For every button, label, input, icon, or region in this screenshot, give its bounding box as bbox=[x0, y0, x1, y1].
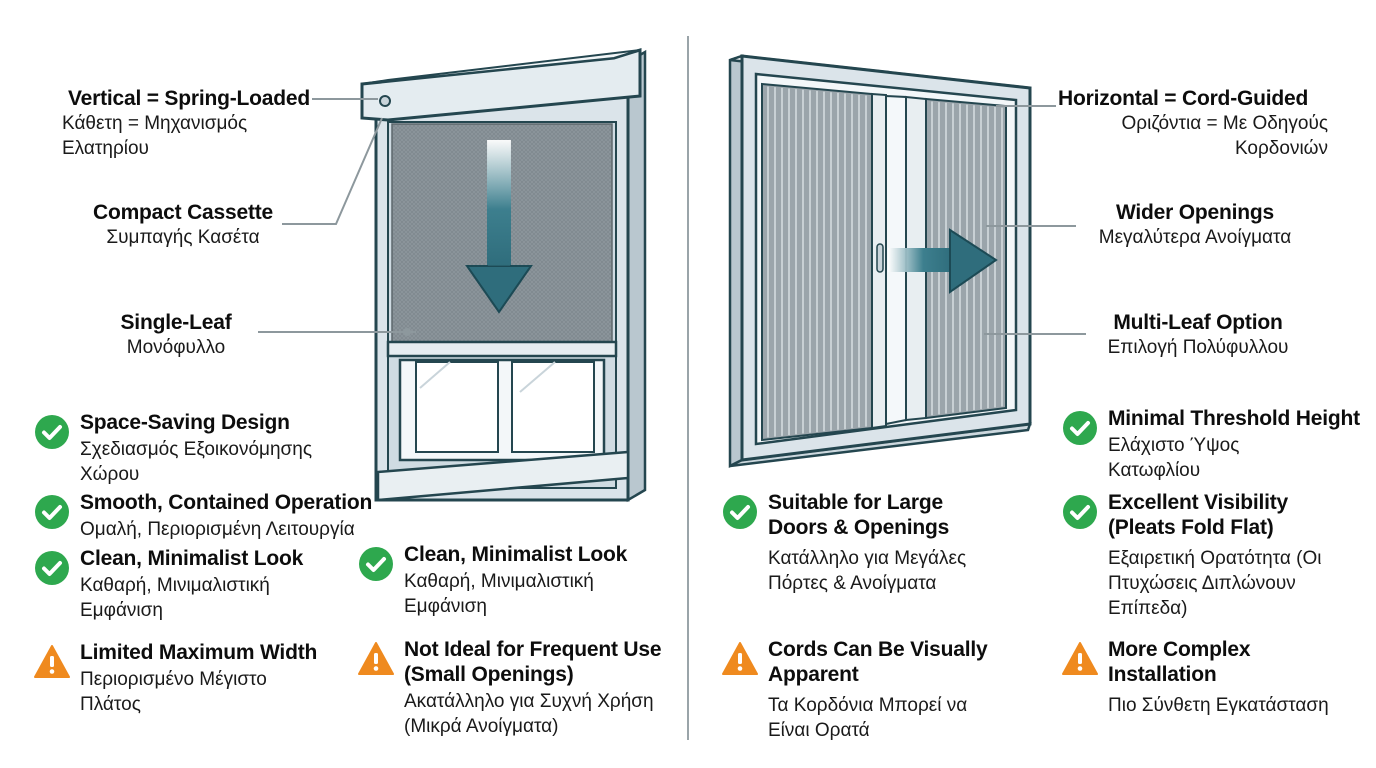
warning-icon bbox=[358, 642, 394, 675]
check-icon bbox=[1063, 411, 1097, 445]
feature-title: Minimal Threshold Height bbox=[1108, 407, 1360, 430]
feature-subtitle: Πιο Σύνθετη Εγκατάσταση bbox=[1108, 695, 1329, 716]
feature-item: More Complex Installation Πιο Σύνθετη Εγ… bbox=[1062, 637, 1372, 718]
feature-title: Clean, Minimalist Look bbox=[80, 547, 304, 570]
check-icon bbox=[359, 547, 393, 581]
feature-item: Limited Maximum Width Περιορισμένο Μέγισ… bbox=[34, 640, 344, 717]
feature-title: Limited Maximum Width bbox=[80, 641, 318, 664]
feature-title: Clean, Minimalist Look bbox=[404, 543, 628, 566]
feature-subtitle: Ομαλή, Περιορισμένη Λειτουργία bbox=[80, 519, 355, 540]
feature-title: More Complex Installation bbox=[1108, 638, 1251, 686]
feature-subtitle: Ελάχιστο Ύψος Κατωφλίου bbox=[1108, 435, 1240, 481]
feature-item: Not Ideal for Frequent Use (Small Openin… bbox=[358, 637, 678, 739]
roller-screen-window bbox=[258, 47, 647, 503]
feature-item: Minimal Threshold Height Ελάχιστο Ύψος Κ… bbox=[1062, 406, 1372, 483]
feature-subtitle: Εξαιρετική Ορατότητα (Οι Πτυχώσεις Διπλώ… bbox=[1108, 548, 1322, 619]
feature-item: Space-Saving Design Σχεδιασμός Εξοικονόμ… bbox=[34, 410, 354, 487]
callout-subtitle: Μονόφυλλο bbox=[126, 337, 226, 358]
check-icon bbox=[723, 495, 757, 529]
feature-subtitle: Σχεδιασμός Εξοικονόμησης Χώρου bbox=[80, 439, 312, 485]
callout-subtitle: Οριζόντια = Με Οδηγούς bbox=[1121, 113, 1328, 134]
callout-subtitle: Κορδονιών bbox=[1234, 138, 1328, 159]
feature-title: Excellent Visibility (Pleats Fold Flat) bbox=[1108, 491, 1289, 539]
feature-subtitle: Ακατάλληλο για Συχνή Χρήση (Μικρά Ανοίγμ… bbox=[404, 691, 654, 737]
callout-subtitle: Ελατηρίου bbox=[62, 138, 149, 159]
feature-item: Clean, Minimalist Look Καθαρή, Μινιμαλισ… bbox=[34, 546, 334, 623]
feature-title: Cords Can Be Visually Apparent bbox=[768, 638, 988, 686]
check-icon bbox=[1063, 495, 1097, 529]
check-icon bbox=[35, 415, 69, 449]
callout-subtitle: Συμπαγής Κασέτα bbox=[106, 227, 260, 248]
arrow-right-icon bbox=[888, 228, 998, 294]
feature-subtitle: Καθαρή, Μινιμαλιστική Εμφάνιση bbox=[404, 571, 594, 617]
check-icon bbox=[35, 551, 69, 585]
callout-title: Multi-Leaf Option bbox=[1113, 311, 1283, 334]
callout-cassette: Compact Cassette Συμπαγής Κασέτα bbox=[60, 200, 306, 250]
feature-item: Excellent Visibility (Pleats Fold Flat) … bbox=[1062, 490, 1372, 621]
feature-item: Clean, Minimalist Look Καθαρή, Μινιμαλισ… bbox=[358, 542, 658, 619]
callout-title: Horizontal = Cord-Guided bbox=[1058, 87, 1309, 110]
feature-subtitle: Καθαρή, Μινιμαλιστική Εμφάνιση bbox=[80, 575, 270, 621]
check-icon bbox=[35, 495, 69, 529]
callout-single-leaf: Single-Leaf Μονόφυλλο bbox=[76, 310, 276, 360]
feature-title: Space-Saving Design bbox=[80, 411, 290, 434]
callout-title: Vertical = Spring-Loaded bbox=[67, 87, 310, 110]
callout-title: Single-Leaf bbox=[120, 311, 232, 334]
feature-subtitle: Περιορισμένο Μέγιστο Πλάτος bbox=[80, 669, 267, 715]
callout-horizontal-greek: Οριζόντια = Με Οδηγούς Κορδονιών bbox=[1040, 111, 1328, 161]
feature-title: Smooth, Contained Operation bbox=[80, 491, 373, 514]
pleated-screen-door bbox=[728, 54, 1086, 469]
warning-icon bbox=[34, 645, 70, 678]
callout-subtitle: Μεγαλύτερα Ανοίγματα bbox=[1098, 227, 1292, 248]
callout-title: Wider Openings bbox=[1115, 201, 1275, 224]
arrow-down-icon bbox=[465, 140, 533, 314]
callout-title: Compact Cassette bbox=[92, 201, 274, 224]
callout-subtitle: Επιλογή Πολύφυλλου bbox=[1107, 337, 1289, 358]
cassette-housing bbox=[360, 47, 642, 122]
feature-title: Not Ideal for Frequent Use (Small Openin… bbox=[404, 638, 662, 686]
feature-item: Suitable for Large Doors & Openings Κατά… bbox=[722, 490, 1022, 596]
callout-wider: Wider Openings Μεγαλύτερα Ανοίγματα bbox=[1070, 200, 1320, 250]
callout-vertical: Vertical = Spring-Loaded bbox=[20, 86, 310, 111]
bottom-bar bbox=[386, 340, 618, 358]
callout-multi-leaf: Multi-Leaf Option Επιλογή Πολύφυλλου bbox=[1070, 310, 1326, 360]
callout-horizontal: Horizontal = Cord-Guided bbox=[1058, 86, 1358, 111]
callout-vertical-greek: Κάθετη = Μηχανισμός Ελατηρίου bbox=[62, 111, 322, 161]
feature-title: Suitable for Large Doors & Openings bbox=[768, 491, 950, 539]
feature-subtitle: Κατάλληλο για Μεγάλες Πόρτες & Ανοίγματα bbox=[768, 548, 967, 594]
callout-subtitle: Κάθετη = Μηχανισμός bbox=[62, 113, 248, 134]
feature-item: Cords Can Be Visually Apparent Τα Κορδόν… bbox=[722, 637, 1022, 743]
warning-icon bbox=[722, 642, 758, 675]
feature-subtitle: Τα Κορδόνια Μπορεί να Είναι Ορατά bbox=[768, 695, 968, 741]
feature-item: Smooth, Contained Operation Ομαλή, Περιο… bbox=[34, 490, 404, 542]
warning-icon bbox=[1062, 642, 1098, 675]
